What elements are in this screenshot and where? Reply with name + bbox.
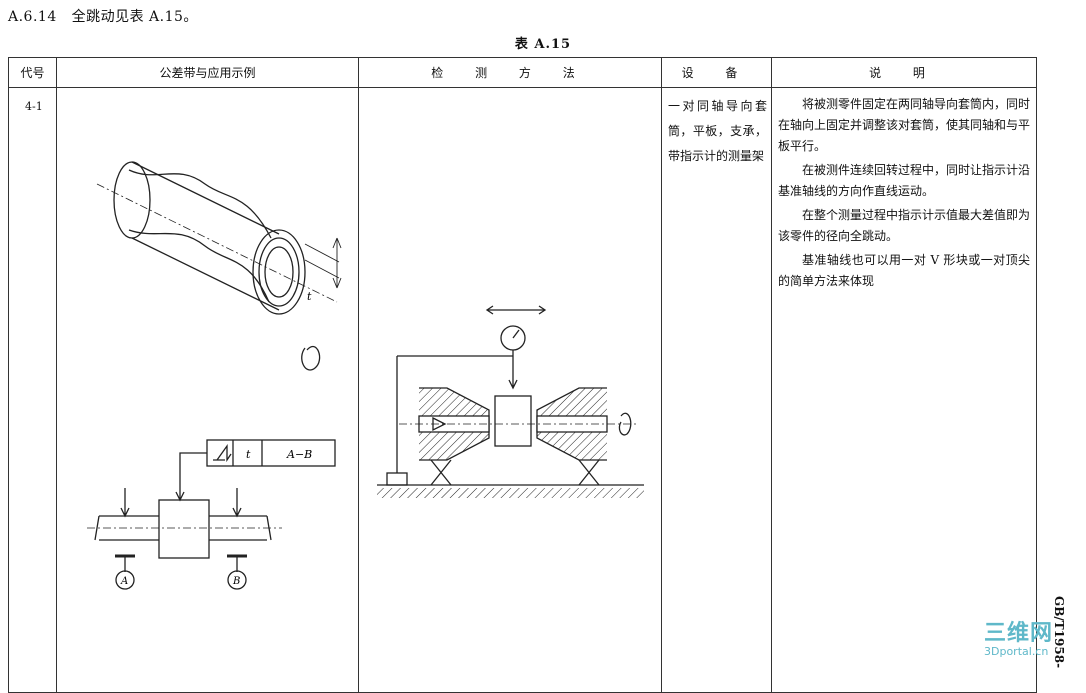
- measurement-setup-drawing: [377, 305, 644, 498]
- description-cell: 将被测零件固定在两同轴导向套筒内，同时在轴向上固定并调整该对套筒，使其同轴和与平…: [771, 87, 1037, 693]
- section-heading: A.6.14 全跳动见表 A.15。: [8, 6, 198, 26]
- table-caption: 表 A.15: [514, 37, 572, 52]
- frame-datum-ref: A−B: [286, 448, 312, 461]
- datum-b-label: B: [232, 576, 240, 587]
- row-code: 4-1: [8, 87, 57, 693]
- datum-a-label: A: [120, 576, 128, 587]
- description-paragraph: 在整个测量过程中指示计示值最大差值即为该零件的径向全跳动。: [778, 208, 1031, 243]
- method-cell: [358, 87, 662, 693]
- tolerance-zone-drawing: t t A−B A B: [87, 161, 342, 590]
- equipment-cell: 一对同轴导向套筒，平板，支承，带指示计的测量架: [661, 87, 772, 693]
- tolerance-label: t: [307, 290, 312, 303]
- description-paragraph: 基准轴线也可以用一对 V 形块或一对顶尖的简单方法来体现: [778, 253, 1030, 288]
- column-header-method: 检 测 方 法: [358, 57, 662, 88]
- description-paragraph: 在被测件连续回转过程中，同时让指示计沿基准轴线的方向作直线运动。: [778, 163, 1031, 198]
- column-header-description: 说 明: [771, 57, 1037, 88]
- watermark-en: 3Dportal.cn: [984, 645, 1049, 658]
- watermark-cn: 三维网: [984, 621, 1054, 646]
- frame-tolerance-label: t: [246, 448, 251, 461]
- section-title: 全跳动见表 A.15。: [71, 9, 198, 25]
- tolerance-zone-cell: t t A−B A B: [56, 87, 359, 693]
- column-header-tolerance-zone: 公差带与应用示例: [56, 57, 359, 88]
- table-row: 4-1: [8, 87, 1037, 693]
- column-header-code: 代号: [8, 57, 57, 88]
- tolerance-table: 代号 公差带与应用示例 检 测 方 法 设 备 说 明 4-1: [8, 57, 1037, 693]
- description-paragraph: 将被测零件固定在两同轴导向套筒内，同时在轴向上固定并调整该对套筒，使其同轴和与平…: [778, 97, 1031, 153]
- watermark-logo: 三维网 3Dportal.cn: [984, 622, 1053, 658]
- column-header-equipment: 设 备: [661, 57, 772, 88]
- table-header-row: 代号 公差带与应用示例 检 测 方 法 设 备 说 明: [8, 57, 1037, 88]
- section-number: A.6.14: [8, 9, 57, 25]
- standard-side-mark: GB/T1958-: [1052, 596, 1066, 669]
